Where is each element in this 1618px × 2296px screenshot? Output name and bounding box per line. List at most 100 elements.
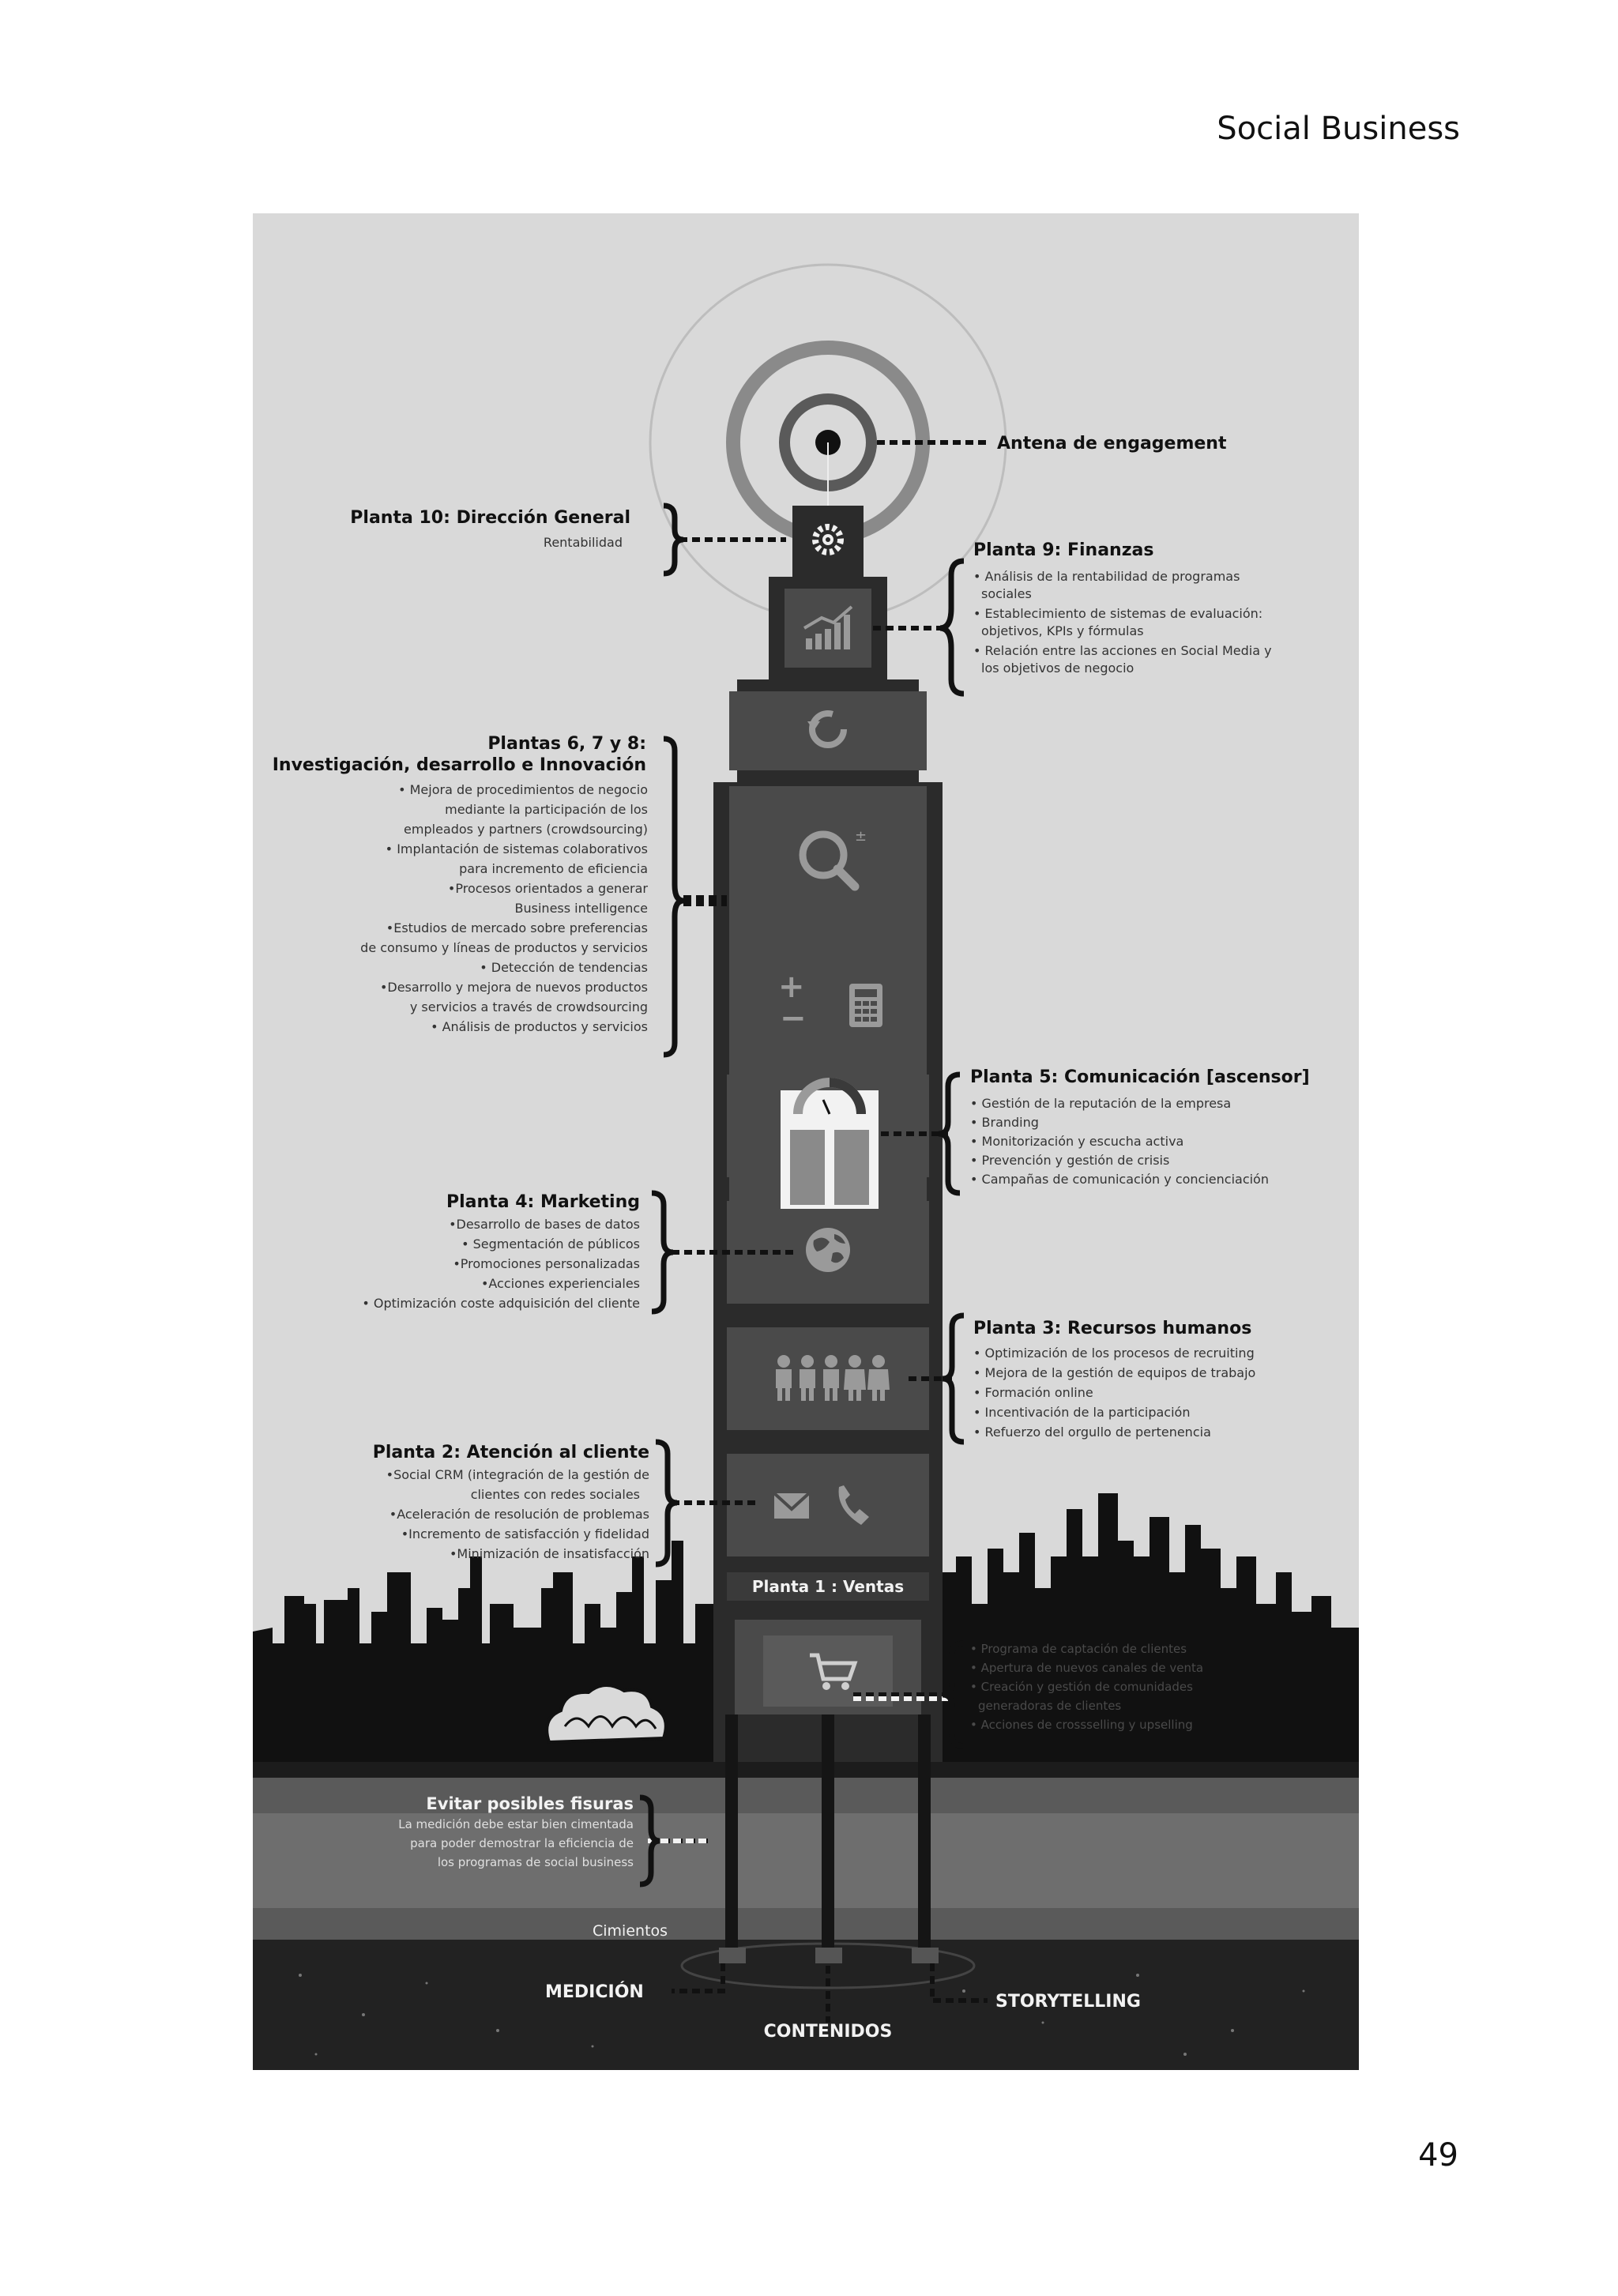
refresh-icon bbox=[807, 710, 847, 748]
p2-item: clientes con redes sociales bbox=[471, 1487, 640, 1502]
p3-title: Planta 3: Recursos humanos bbox=[973, 1319, 1251, 1338]
p5-list: • Gestión de la reputación de la empresa… bbox=[970, 1096, 1269, 1187]
p678-item: • Detección de tendencias bbox=[480, 960, 648, 975]
p1-title: Planta 1 : Ventas bbox=[752, 1577, 904, 1596]
p9-item: sociales bbox=[981, 586, 1032, 601]
p678-list: • Mejora de procedimientos de negocio me… bbox=[360, 782, 648, 1034]
plus-minus-icon: + − bbox=[778, 969, 807, 1037]
p9-item: • Relación entre las acciones en Social … bbox=[973, 643, 1272, 658]
p678-item: para incremento de eficiencia bbox=[459, 861, 648, 876]
p3-item: • Formación online bbox=[973, 1385, 1093, 1400]
p2-item: •Aceleración de resolución de problemas bbox=[389, 1507, 649, 1522]
p2-item: •Social CRM (integración de la gestión d… bbox=[386, 1467, 649, 1482]
p9-title: Planta 9: Finanzas bbox=[973, 540, 1153, 560]
p5-item: • Branding bbox=[970, 1115, 1039, 1130]
p3-list: • Optimización de los procesos de recrui… bbox=[973, 1346, 1255, 1440]
pillar-storytelling: STORYTELLING bbox=[995, 1992, 1141, 2012]
p9-item: • Análisis de la rentabilidad de program… bbox=[973, 569, 1240, 584]
p3-item: • Mejora de la gestión de equipos de tra… bbox=[973, 1365, 1255, 1380]
p1-item: generadoras de clientes bbox=[978, 1699, 1121, 1713]
ground-surface bbox=[253, 1762, 1359, 1778]
p2-item: •Minimización de insatisfacción bbox=[450, 1546, 649, 1561]
p4-item: •Acciones experienciales bbox=[481, 1276, 640, 1291]
p2-list: •Social CRM (integración de la gestión d… bbox=[386, 1467, 649, 1561]
p678-item: mediante la participación de los bbox=[445, 802, 648, 817]
p678-item: •Estudios de mercado sobre preferencias bbox=[386, 920, 648, 935]
foundation-pillars bbox=[719, 1714, 939, 1963]
ground-layer-1 bbox=[253, 1778, 1359, 1813]
p5-item: • Gestión de la reputación de la empresa bbox=[970, 1096, 1231, 1111]
page-number: 49 bbox=[1418, 2137, 1458, 2174]
bar-chart-icon bbox=[803, 605, 853, 649]
fissures-list: La medición debe estar bien cimentada pa… bbox=[398, 1817, 634, 1869]
fissures-item: La medición debe estar bien cimentada bbox=[398, 1817, 634, 1831]
calculator-icon bbox=[849, 984, 882, 1027]
p678-item: • Análisis de productos y servicios bbox=[431, 1019, 648, 1034]
elevator-icon bbox=[781, 1078, 879, 1209]
dashed-connector-white bbox=[648, 1696, 948, 1843]
svg-text:+: + bbox=[778, 969, 805, 1005]
p3-item: • Refuerzo del orgullo de pertenencia bbox=[973, 1425, 1211, 1440]
fissures-item: para poder demostrar la eficiencia de bbox=[410, 1836, 634, 1850]
p3-item: • Optimización de los procesos de recrui… bbox=[973, 1346, 1255, 1361]
p10-title: Planta 10: Dirección General bbox=[350, 508, 630, 528]
p1-item: • Programa de captación de clientes bbox=[970, 1642, 1187, 1656]
p9-item: objetivos, KPIs y fórmulas bbox=[981, 623, 1144, 638]
p678-item: • Implantación de sistemas colaborativos bbox=[386, 841, 648, 856]
p678-title-1: Plantas 6, 7 y 8: bbox=[487, 734, 646, 754]
skyscraper-infographic: ± + − bbox=[253, 213, 1359, 2070]
p4-item: • Segmentación de públicos bbox=[461, 1236, 640, 1252]
p678-item: y servicios a través de crowdsourcing bbox=[410, 999, 648, 1014]
svg-text:−: − bbox=[780, 1000, 807, 1037]
p9-item: • Establecimiento de sistemas de evaluac… bbox=[973, 606, 1262, 621]
p4-item: • Optimización coste adquisición del cli… bbox=[362, 1296, 640, 1311]
p1-list: • Programa de captación de clientes • Ap… bbox=[970, 1642, 1203, 1732]
p678-item: empleados y partners (crowdsourcing) bbox=[404, 822, 648, 837]
ground-speckles bbox=[299, 1974, 1305, 2056]
p4-title: Planta 4: Marketing bbox=[446, 1192, 640, 1212]
p5-title: Planta 5: Comunicación [ascensor] bbox=[970, 1067, 1310, 1087]
page-header: Social Business bbox=[1217, 111, 1460, 147]
p5-item: • Prevención y gestión de crisis bbox=[970, 1153, 1169, 1168]
gear-icon bbox=[812, 524, 844, 555]
foundation-label: Cimientos bbox=[593, 1922, 668, 1940]
p678-item: de consumo y líneas de productos y servi… bbox=[360, 940, 648, 955]
ground-deep bbox=[253, 1940, 1359, 2070]
braces bbox=[639, 502, 965, 1888]
p2-title: Planta 2: Atención al cliente bbox=[373, 1443, 649, 1462]
pillar-contenidos: CONTENIDOS bbox=[764, 2022, 893, 2042]
p4-item: •Desarrollo de bases de datos bbox=[449, 1217, 640, 1232]
p678-item: •Procesos orientados a generar bbox=[448, 881, 649, 896]
p4-item: •Promociones personalizadas bbox=[453, 1256, 640, 1271]
p1-item: • Apertura de nuevos canales de venta bbox=[970, 1661, 1203, 1675]
p2-item: •Incremento de satisfacción y fidelidad bbox=[401, 1526, 649, 1541]
p678-item: •Desarrollo y mejora de nuevos productos bbox=[380, 980, 648, 995]
mail-icon bbox=[773, 1492, 811, 1519]
brain-icon bbox=[545, 1684, 668, 1745]
fissures-title: Evitar posibles fisuras bbox=[426, 1794, 634, 1813]
p3-item: • Incentivación de la participación bbox=[973, 1405, 1190, 1420]
p1-item: • Acciones de crossselling y upselling bbox=[970, 1718, 1193, 1732]
p678-item: • Mejora de procedimientos de negocio bbox=[398, 782, 648, 797]
globe-icon bbox=[806, 1228, 850, 1272]
ground-layer-3 bbox=[253, 1908, 1359, 1940]
p4-list: •Desarrollo de bases de datos • Segmenta… bbox=[362, 1217, 640, 1311]
p9-item: los objetivos de negocio bbox=[981, 661, 1134, 676]
p5-item: • Campañas de comunicación y concienciac… bbox=[970, 1172, 1269, 1187]
cart-icon bbox=[763, 1635, 893, 1707]
antenna-label: Antena de engagement bbox=[997, 434, 1227, 454]
p678-item: Business intelligence bbox=[515, 901, 648, 916]
ground-layer-2 bbox=[253, 1813, 1359, 1908]
p1-item: • Creación y gestión de comunidades bbox=[970, 1680, 1193, 1694]
p10-item: Rentabilidad bbox=[544, 535, 623, 550]
svg-text:±: ± bbox=[855, 828, 867, 845]
city-skyline-right bbox=[943, 1493, 1359, 1762]
fissures-item: los programas de social business bbox=[438, 1855, 634, 1869]
p678-title-2: Investigación, desarrollo e Innovación bbox=[273, 755, 646, 775]
p9-list: • Análisis de la rentabilidad de program… bbox=[973, 569, 1272, 676]
p5-item: • Monitorización y escucha activa bbox=[970, 1134, 1183, 1149]
pillar-medicion: MEDICIÓN bbox=[545, 1982, 644, 2002]
magnifier-icon: ± bbox=[799, 828, 867, 891]
people-icon bbox=[776, 1355, 890, 1401]
phone-icon bbox=[838, 1485, 869, 1525]
